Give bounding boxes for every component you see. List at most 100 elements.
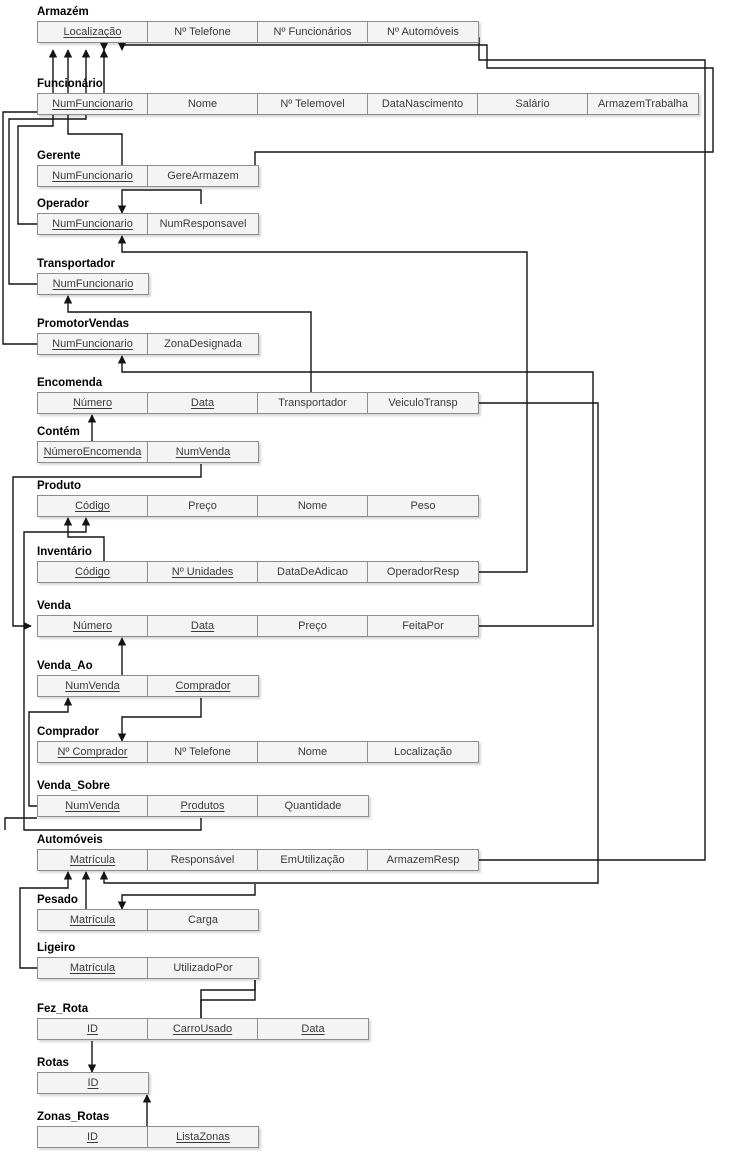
table-title: Produto <box>37 480 82 492</box>
table-title: Venda_Ao <box>37 660 93 672</box>
column-cell-primary-key[interactable]: CarroUsado <box>148 1019 258 1039</box>
column-cell-primary-key[interactable]: NumFuncionario <box>38 94 148 114</box>
column-cell[interactable]: Nº Automóveis <box>368 22 478 42</box>
column-cell-primary-key[interactable]: NumFuncionario <box>38 334 148 354</box>
column-cell-primary-key[interactable]: Matrícula <box>38 850 148 870</box>
column-cell[interactable]: FeitaPor <box>368 616 478 636</box>
column-cell[interactable]: Preço <box>148 496 258 516</box>
column-cell-primary-key[interactable]: Código <box>38 496 148 516</box>
column-cell[interactable]: Salário <box>478 94 588 114</box>
column-cell[interactable]: Carga <box>148 910 258 930</box>
table-header-row: Matrícula UtilizadoPor <box>37 957 259 979</box>
table-title: Pesado <box>37 894 78 906</box>
column-label: Carga <box>188 914 218 926</box>
table-title: Ligeiro <box>37 942 76 954</box>
column-cell-primary-key[interactable]: ID <box>38 1019 148 1039</box>
column-cell-primary-key[interactable]: NumFuncionario <box>38 214 148 234</box>
column-cell-primary-key[interactable]: NumVenda <box>148 442 258 462</box>
column-cell[interactable]: Nº Funcionários <box>258 22 368 42</box>
column-cell[interactable]: Transportador <box>258 393 368 413</box>
column-cell[interactable]: Nome <box>258 742 368 762</box>
column-cell-primary-key[interactable]: Produtos <box>148 796 258 816</box>
column-cell-primary-key[interactable]: ID <box>38 1127 148 1147</box>
column-label: Nome <box>297 746 328 758</box>
column-label: NumVenda <box>65 680 120 692</box>
column-cell-primary-key[interactable]: NumVenda <box>38 796 148 816</box>
column-cell-primary-key[interactable]: Número <box>38 616 148 636</box>
column-cell[interactable]: Nº Telefone <box>148 22 258 42</box>
table-header-row: NumVenda Comprador <box>37 675 259 697</box>
table-title: PromotorVendas <box>37 318 130 330</box>
column-cell[interactable]: Nome <box>148 94 258 114</box>
column-cell[interactable]: OperadorResp <box>368 562 478 582</box>
column-label: Data <box>190 620 215 632</box>
column-cell[interactable]: Localização <box>368 742 478 762</box>
column-label: Salário <box>515 98 550 110</box>
column-label: ArmazemResp <box>386 854 460 866</box>
column-cell[interactable]: ArmazemTrabalha <box>588 94 698 114</box>
column-cell-primary-key[interactable]: NumVenda <box>38 676 148 696</box>
column-cell[interactable]: Quantidade <box>258 796 368 816</box>
column-cell[interactable]: GereArmazem <box>148 166 258 186</box>
table-header-row: Matrícula Carga <box>37 909 259 931</box>
column-cell-primary-key[interactable]: Número <box>38 393 148 413</box>
column-cell-primary-key[interactable]: ListaZonas <box>148 1127 258 1147</box>
column-cell[interactable]: Nome <box>258 496 368 516</box>
column-cell-primary-key[interactable]: ID <box>38 1073 148 1093</box>
column-cell[interactable]: EmUtilização <box>258 850 368 870</box>
column-cell-primary-key[interactable]: Data <box>148 393 258 413</box>
table-header-row: ID ListaZonas <box>37 1126 259 1148</box>
column-cell[interactable]: VeiculoTransp <box>368 393 478 413</box>
fk-vendaao-comprador-to-comprador <box>117 698 202 742</box>
column-label: ArmazemTrabalha <box>597 98 689 110</box>
column-cell-primary-key[interactable]: NumFuncionario <box>38 166 148 186</box>
wire-fezrota-carrousado-stub <box>200 980 256 1018</box>
column-label: NumFuncionario <box>52 218 133 230</box>
column-cell[interactable]: Responsável <box>148 850 258 870</box>
column-cell-primary-key[interactable]: Comprador <box>148 676 258 696</box>
column-cell[interactable]: Nº Telefone <box>148 742 258 762</box>
column-cell[interactable]: Nº Telemovel <box>258 94 368 114</box>
column-label: CarroUsado <box>172 1023 233 1035</box>
column-cell-primary-key[interactable]: Código <box>38 562 148 582</box>
column-cell[interactable]: UtilizadoPor <box>148 958 258 978</box>
column-cell[interactable]: Preço <box>258 616 368 636</box>
column-cell[interactable]: DataDeAdicao <box>258 562 368 582</box>
column-cell[interactable]: ZonaDesignada <box>148 334 258 354</box>
column-cell-primary-key[interactable]: NúmeroEncomenda <box>38 442 148 462</box>
column-cell-primary-key[interactable]: Localização <box>38 22 148 42</box>
column-cell-primary-key[interactable]: NumFuncionario <box>38 274 148 294</box>
column-label: DataDeAdicao <box>277 566 348 578</box>
column-label: ListaZonas <box>176 1131 230 1143</box>
table-title: Armazém <box>37 6 89 18</box>
column-cell-primary-key[interactable]: Nº Unidades <box>148 562 258 582</box>
column-cell-primary-key[interactable]: Nº Comprador <box>38 742 148 762</box>
column-cell-primary-key[interactable]: Matrícula <box>38 910 148 930</box>
column-cell[interactable]: NumResponsavel <box>148 214 258 234</box>
column-cell[interactable]: DataNascimento <box>368 94 478 114</box>
column-cell-primary-key[interactable]: Matrícula <box>38 958 148 978</box>
column-label: VeiculoTransp <box>388 397 458 409</box>
column-cell-primary-key[interactable]: Data <box>258 1019 368 1039</box>
column-label: Preço <box>188 500 217 512</box>
table-title: Gerente <box>37 150 81 162</box>
column-cell[interactable]: ArmazemResp <box>368 850 478 870</box>
table-header-row: NumFuncionario <box>37 273 149 295</box>
column-label: Data <box>301 1023 325 1035</box>
column-cell-primary-key[interactable]: Data <box>148 616 258 636</box>
column-cell[interactable]: Peso <box>368 496 478 516</box>
column-label: UtilizadoPor <box>173 962 233 974</box>
